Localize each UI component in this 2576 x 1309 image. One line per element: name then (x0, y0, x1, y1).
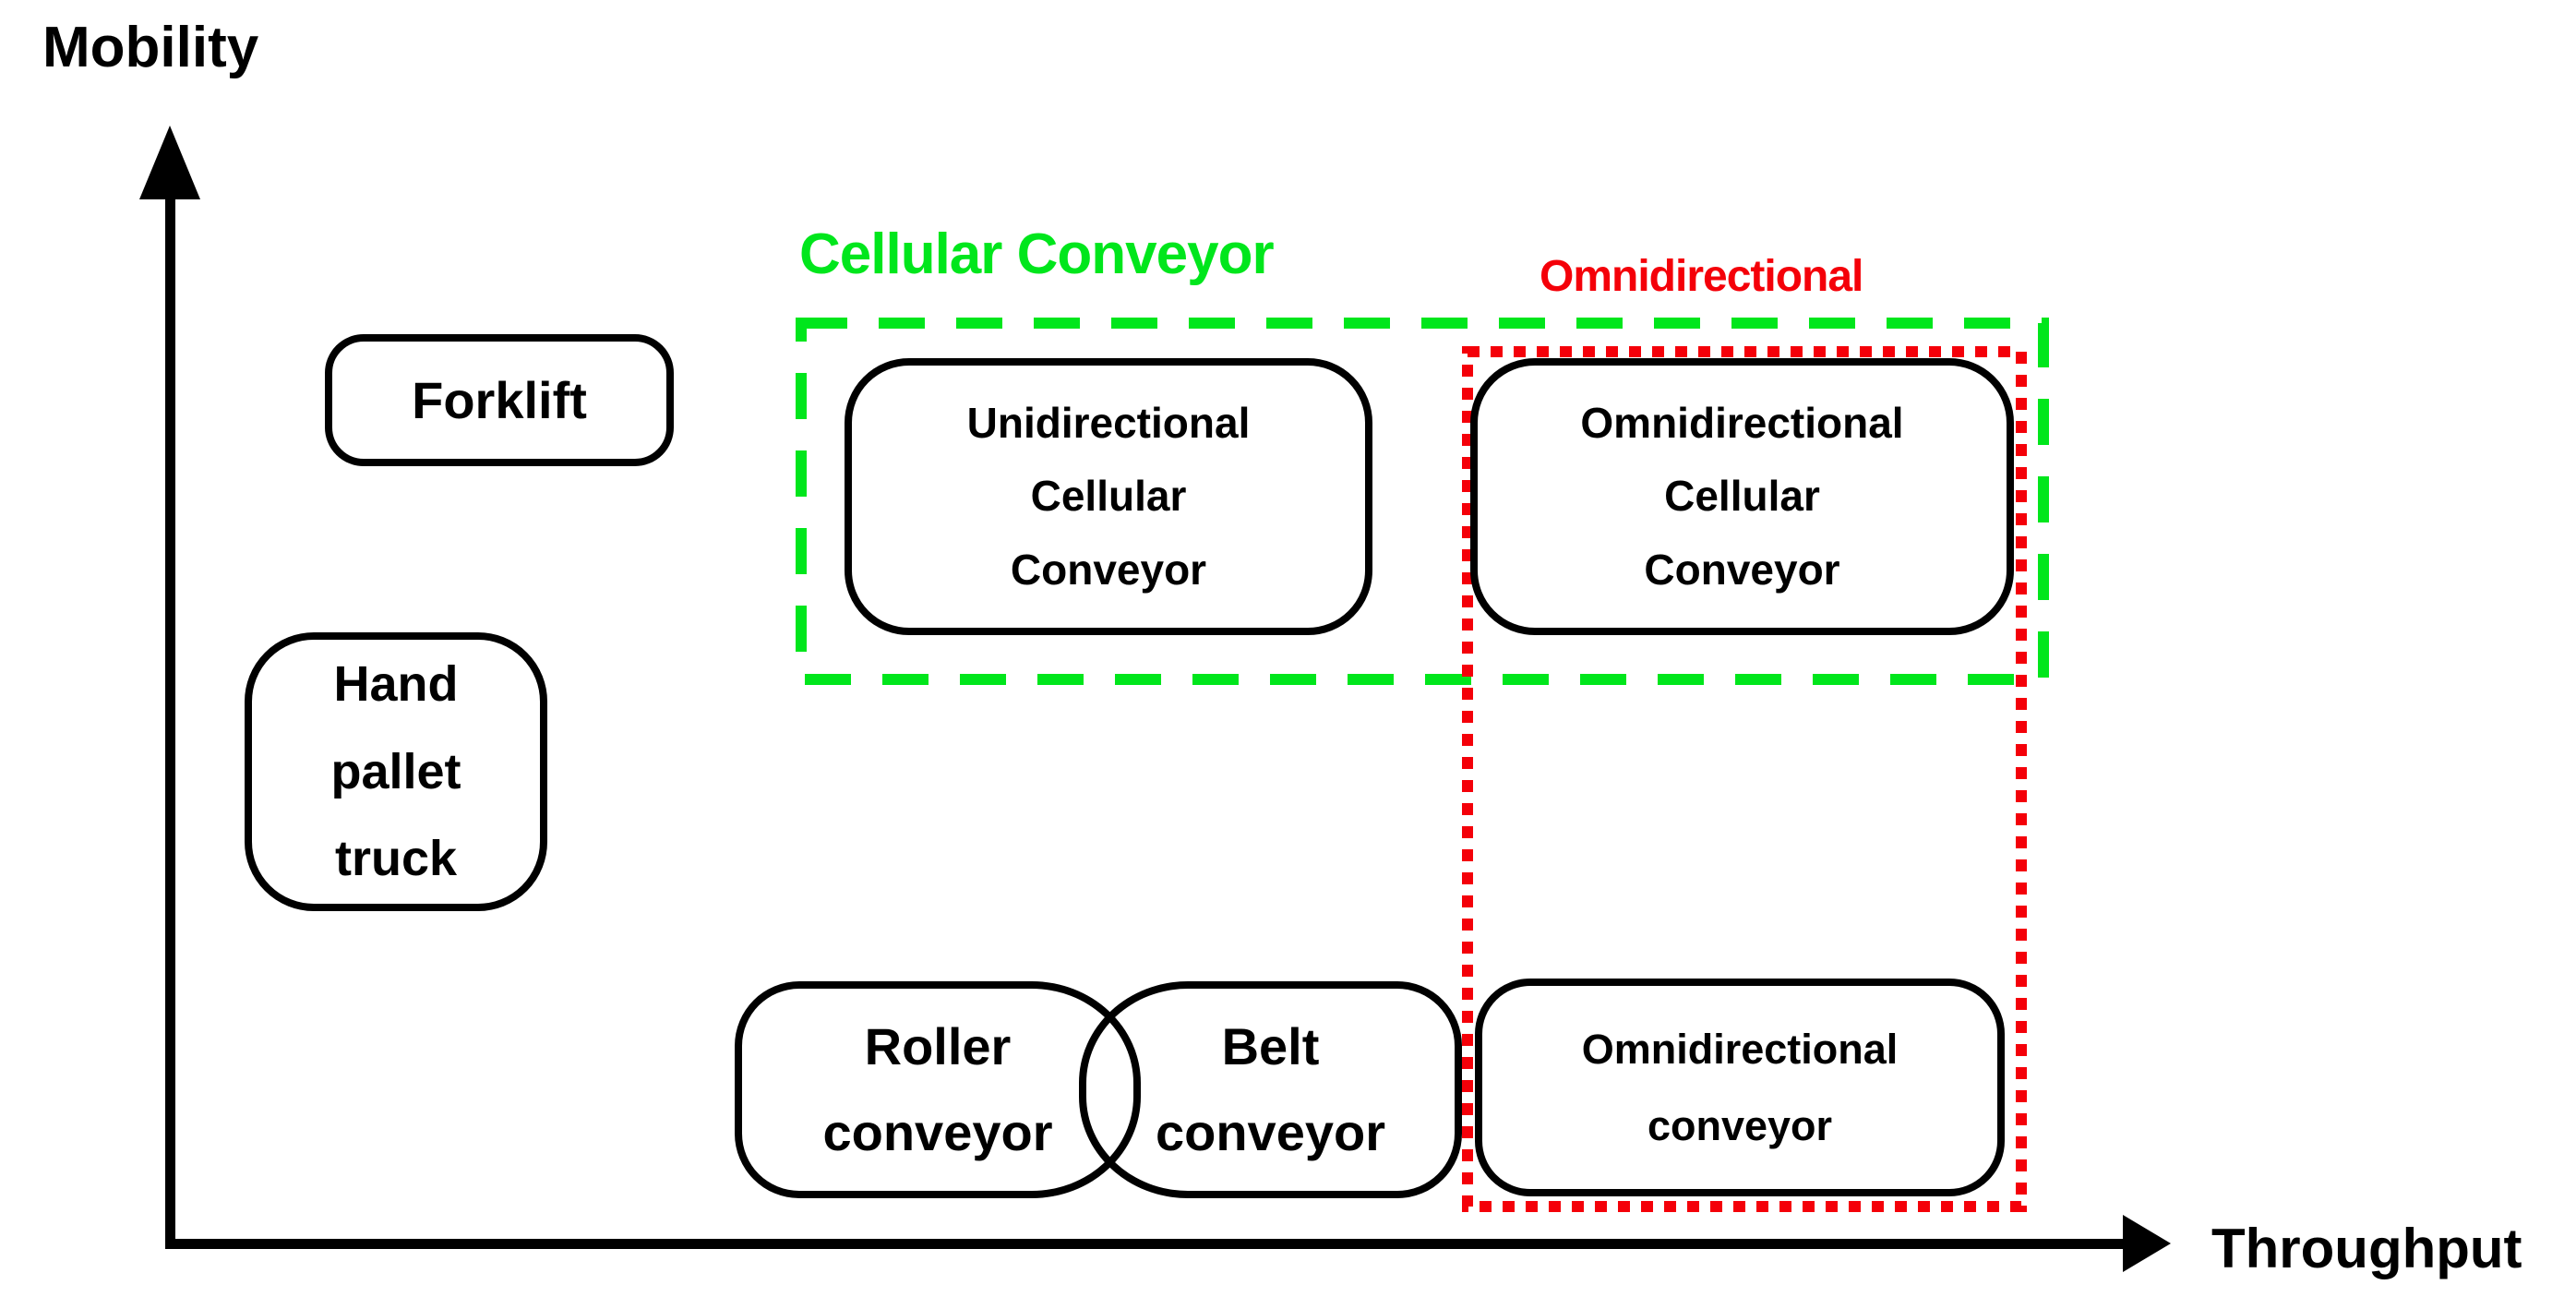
y-axis-line (165, 189, 175, 1249)
omnidirectional-group-outline (1462, 346, 2027, 1212)
node-omnidirectional-cellular-conveyor: Omnidirectional Cellular Conveyor (1470, 358, 2014, 635)
x-axis-line (165, 1239, 2127, 1249)
cellular-conveyor-group-outline (796, 318, 2049, 685)
node-forklift: Forklift (325, 334, 674, 466)
x-axis-arrow-icon (2123, 1215, 2171, 1272)
x-axis-label: Throughput (2211, 1218, 2522, 1279)
cellular-conveyor-group-label: Cellular Conveyor (799, 222, 1275, 286)
node-hand-pallet-truck: Hand pallet truck (245, 632, 547, 911)
omnidirectional-group-label: Omnidirectional (1540, 252, 1863, 301)
node-omnidirectional-conveyor: Omnidirectional conveyor (1475, 979, 2005, 1196)
node-belt-conveyor: Belt conveyor (1079, 981, 1462, 1198)
y-axis-arrow-icon (139, 126, 200, 199)
node-unidirectional-cellular-conveyor: Unidirectional Cellular Conveyor (845, 358, 1372, 635)
y-axis-label: Mobility (42, 16, 259, 79)
